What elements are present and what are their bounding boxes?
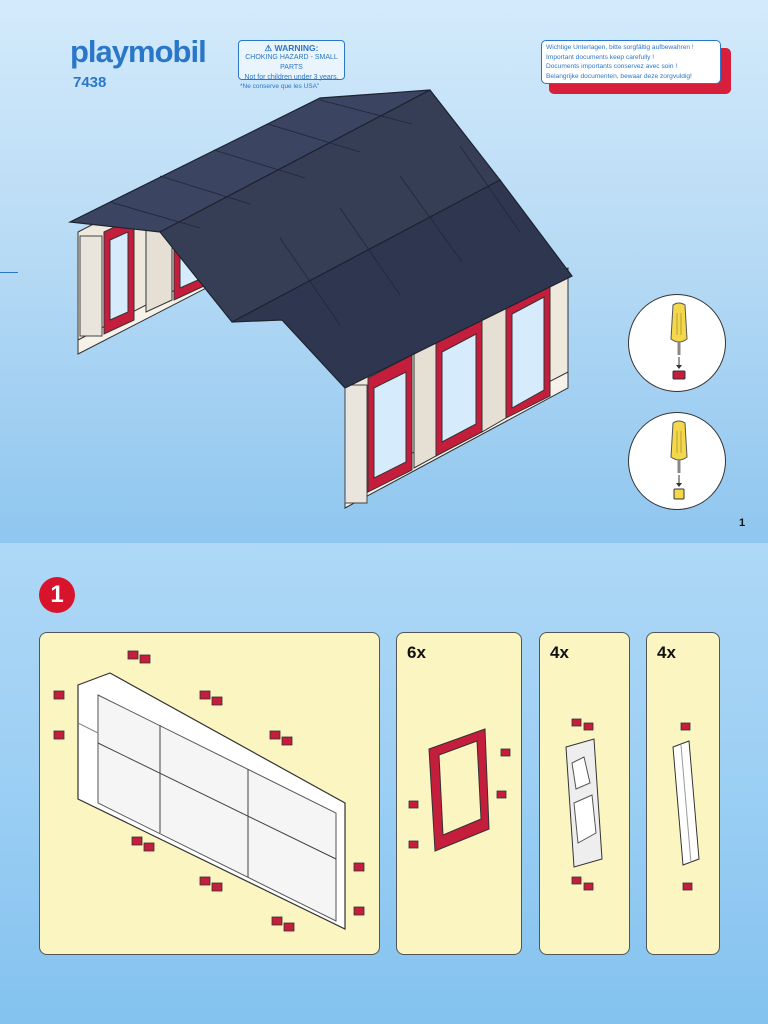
stone-pillar-illustration [565,718,603,891]
edge-mark [0,272,18,273]
finished-building-illustration [67,89,573,509]
documents-notice: Wichtige Unterlagen, bitte sorgfältig au… [541,40,731,94]
documents-notice-de: Wichtige Unterlagen, bitte sorgfältig au… [546,44,694,51]
model-number: 7438 [73,74,107,91]
instruction-page-1: playmobil 7438 ⚠ WARNING: CHOKING HAZARD… [0,0,768,543]
usa-note: *Ne conserve que les USA" [240,83,320,90]
screwdriver-icon [670,302,688,380]
step-number-badge: 1 [39,577,75,613]
warning-line-2: Not for children under 3 years. [244,74,339,81]
plain-pillar-illustration [672,722,700,891]
assembly-panel-window-frames: 6x [396,632,522,955]
screwdriver-tool-circle-1 [628,294,726,392]
warning-title: ⚠ WARNING: [239,43,344,53]
documents-notice-en: Important documents keep carefully ! [546,53,655,61]
wall-frame-illustration [53,650,365,932]
quantity-label: 6x [407,643,426,662]
assembly-panel-plain-pillars: 4x [646,632,720,955]
window-frame-illustration [408,728,511,852]
page-number: 1 [739,517,746,529]
documents-notice-nl: Belangrijke documenten, bewaar deze zorg… [546,72,692,80]
playmobil-logo: playmobil [70,34,207,69]
warning-line-1: CHOKING HAZARD - SMALL PARTS [245,54,338,71]
assembly-panel-stone-pillars: 4x [539,632,630,955]
warning-title-text: WARNING: [274,43,319,53]
quantity-label: 4x [657,643,676,662]
quantity-label: 4x [550,643,569,662]
warning-triangle-icon: ⚠ [264,43,273,53]
documents-notice-box: Wichtige Unterlagen, bitte sorgfältig au… [541,40,721,84]
choking-warning: ⚠ WARNING: CHOKING HAZARD - SMALL PARTS … [238,40,345,81]
assembly-panel-wall [39,632,380,955]
screwdriver-icon [670,420,688,500]
documents-notice-fr: Documents importants conservez avec soin… [546,63,678,70]
screwdriver-tool-circle-2 [628,412,726,510]
